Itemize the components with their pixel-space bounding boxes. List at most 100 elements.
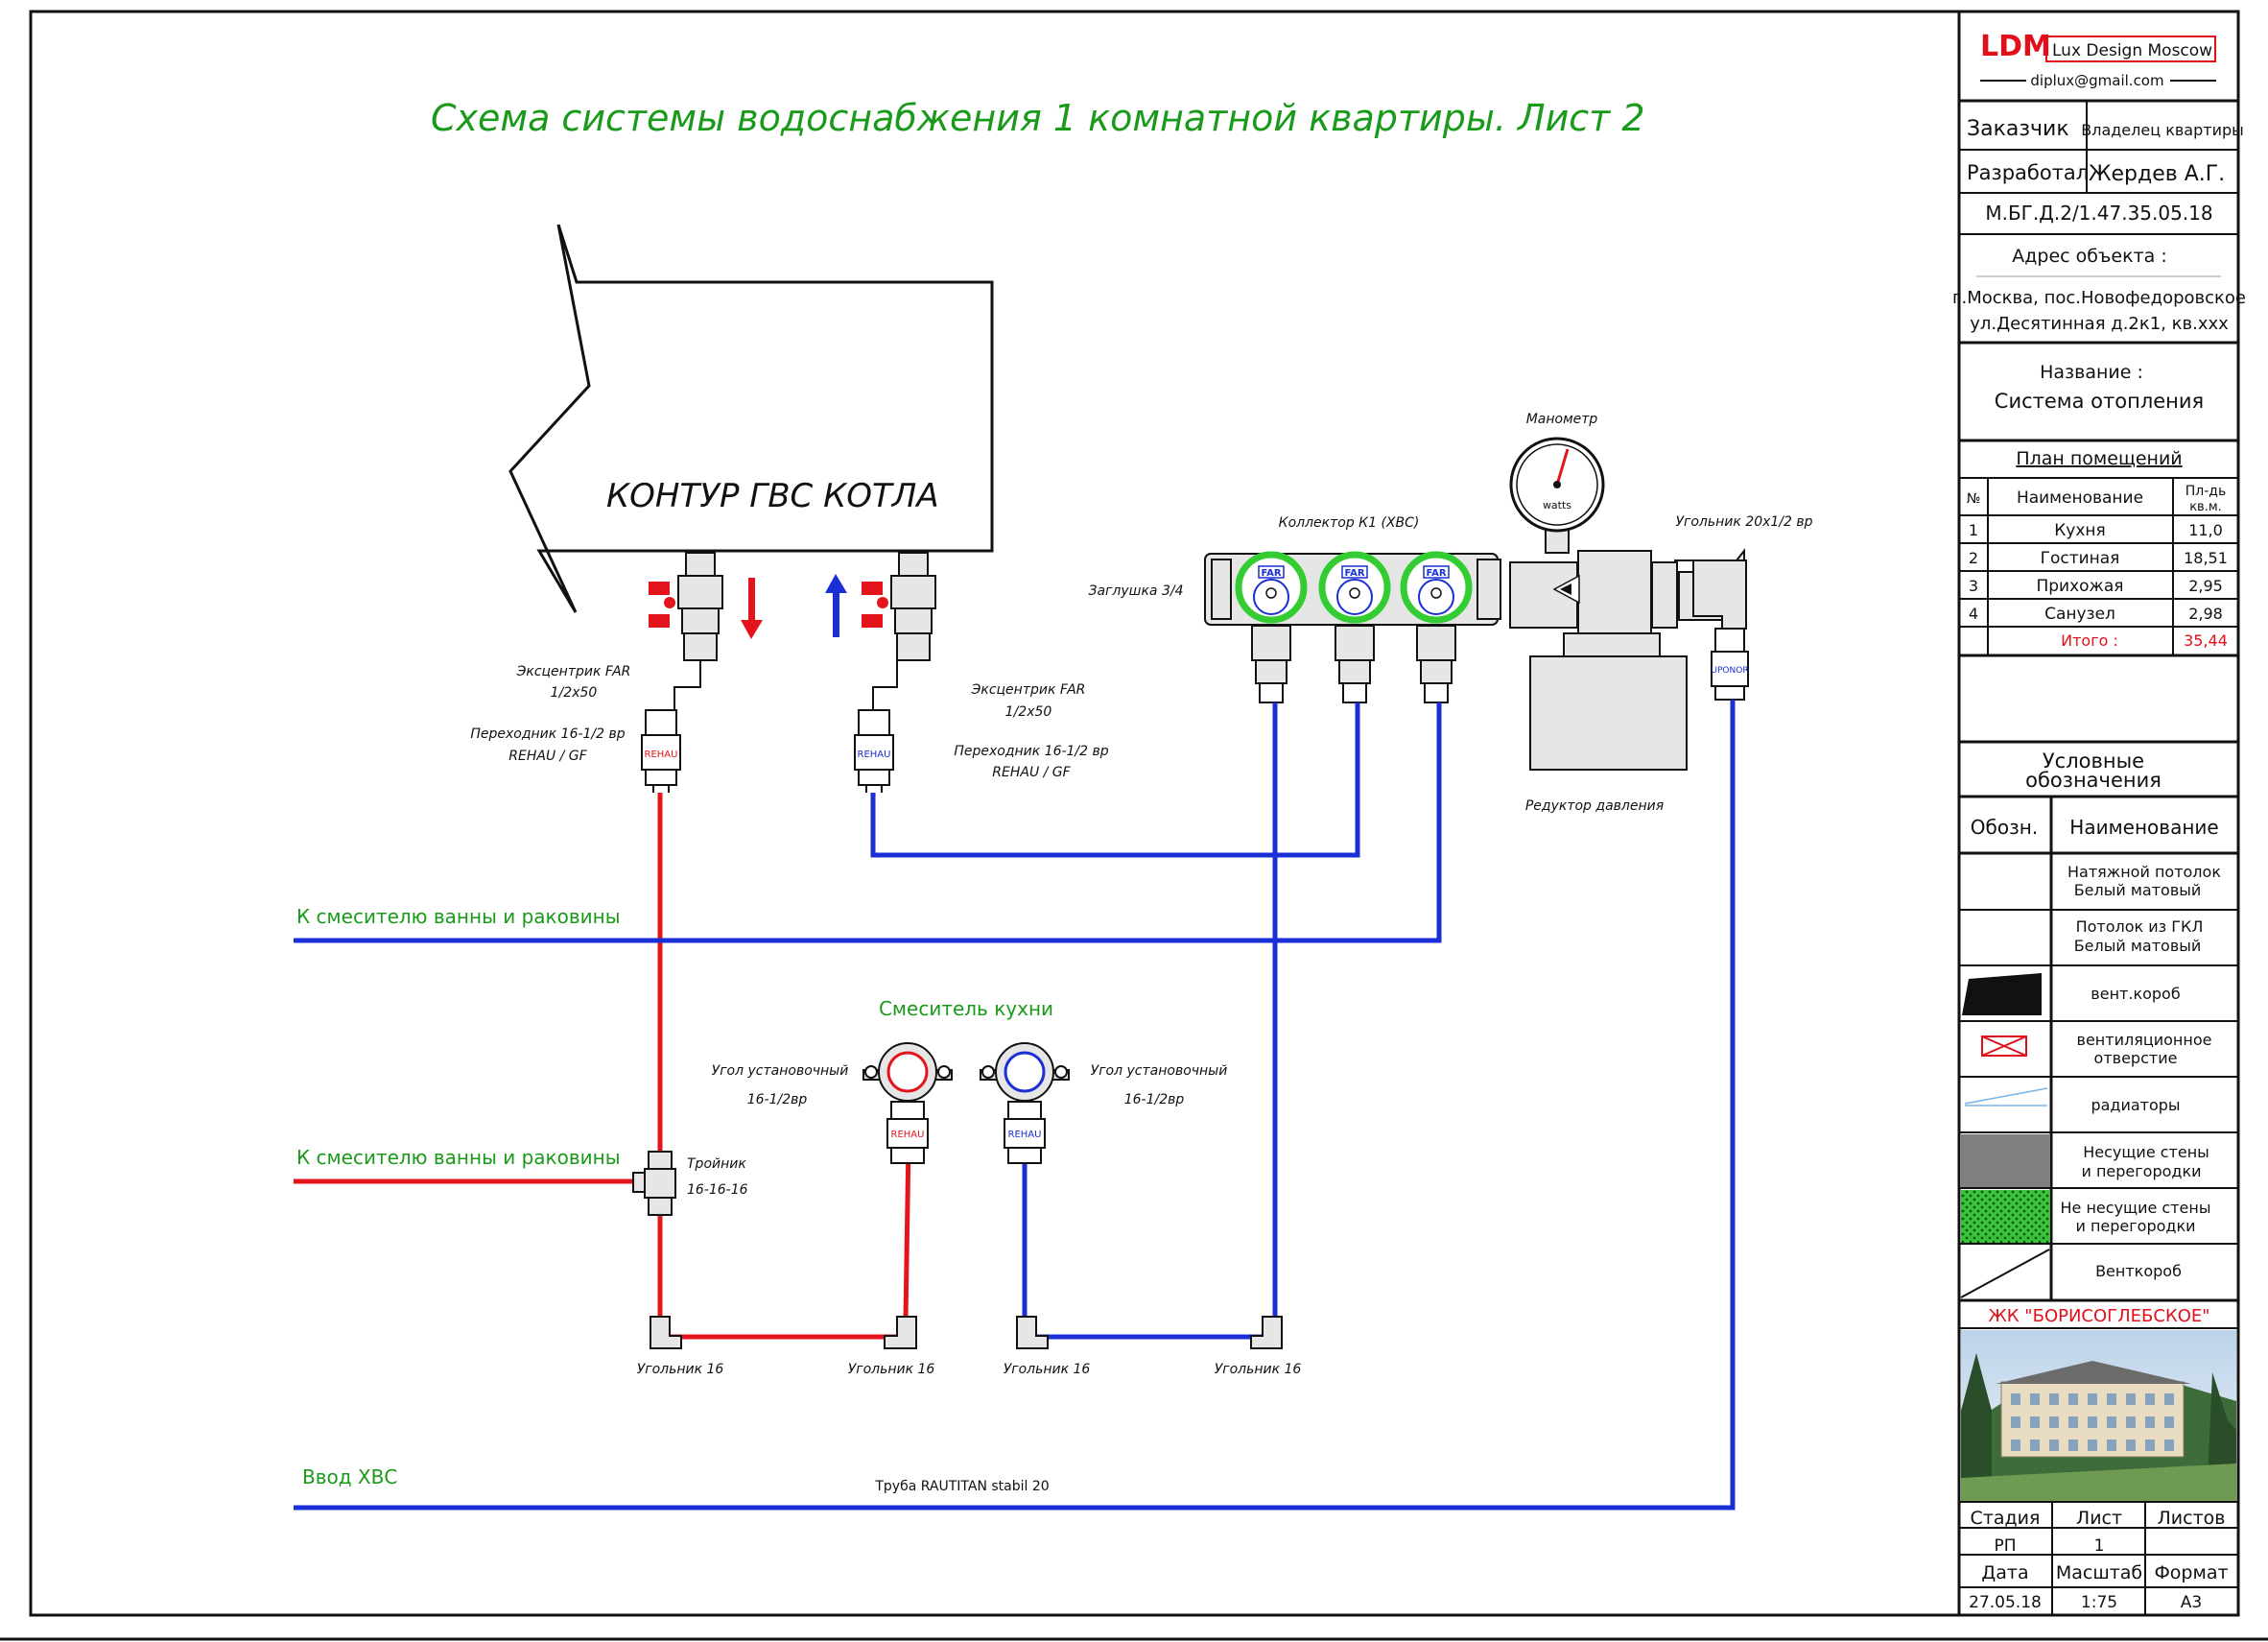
logo-ldm: LDM bbox=[1980, 30, 2051, 63]
total-label: Итого : bbox=[2061, 631, 2118, 650]
label-eccentric-2a: Эксцентрик FAR bbox=[971, 682, 1086, 698]
pipe-cold-inlet bbox=[294, 700, 1736, 1511]
legend-text: Не несущие стены bbox=[2061, 1199, 2211, 1217]
project-photo bbox=[1961, 1330, 2236, 1501]
label-adapter-1b: REHAU / GF bbox=[508, 749, 587, 764]
pipe-cold-return bbox=[870, 702, 1360, 858]
collector-outlet-1: FAR bbox=[1235, 551, 1308, 703]
collector-outlet-3: FAR bbox=[1400, 551, 1473, 703]
pipe-cold-mixer bbox=[1022, 702, 1278, 1340]
label-elbow-20: Угольник 20x1/2 вр bbox=[1675, 514, 1812, 530]
label-elbow-16-1: Угольник 16 bbox=[637, 1362, 724, 1377]
pressure-gauge: watts bbox=[1509, 437, 1605, 554]
doc-code: М.БГ.Д.2/1.47.35.05.18 bbox=[1985, 202, 2212, 225]
svg-text:3: 3 bbox=[1969, 577, 1978, 595]
date-value: 27.05.18 bbox=[1969, 1593, 2042, 1612]
arrow-up-blue bbox=[825, 574, 847, 637]
mixer-angle-cold: REHAU bbox=[980, 1042, 1070, 1164]
room-header-area1: Пл-дь bbox=[2185, 484, 2226, 499]
legend-title-1: Условные bbox=[2043, 750, 2144, 773]
legend-text: Белый матовый bbox=[2074, 881, 2202, 899]
svg-text:18,51: 18,51 bbox=[2184, 549, 2228, 567]
label-inlet: Ввод ХВС bbox=[302, 1465, 397, 1488]
mixer-angle-hot: REHAU bbox=[862, 1042, 953, 1164]
label-elbow-16-2: Угольник 16 bbox=[848, 1362, 935, 1377]
label-eccentric-2b: 1/2x50 bbox=[1005, 704, 1052, 720]
address-line2: ул.Десятинная д.2к1, кв.ххх bbox=[1970, 314, 2229, 334]
label-adapter-2a: Переходник 16-1/2 вр bbox=[954, 744, 1108, 759]
room-row: 2 Гостиная 18,51 bbox=[1969, 549, 2228, 568]
title-block: LDM Lux Design Moscow diplux@gmail.com З… bbox=[1952, 10, 2246, 1617]
address-line1: г.Москва, пос.Новофедоровское bbox=[1952, 288, 2246, 308]
scale-value: 1:75 bbox=[2081, 1593, 2117, 1612]
label-elbow-16-3: Угольник 16 bbox=[1004, 1362, 1091, 1377]
adapter-cold: REHAU bbox=[854, 709, 894, 793]
pipe-cold-bath bbox=[294, 702, 1442, 943]
legend-text: отверстие bbox=[2094, 1049, 2178, 1067]
svg-text:Санузел: Санузел bbox=[2044, 605, 2115, 624]
collector-k1: FAR FAR FAR bbox=[1204, 551, 1501, 703]
svg-text:REHAU: REHAU bbox=[645, 750, 678, 760]
label-to-bath-2: К смесителю ванны и раковины bbox=[296, 1146, 621, 1169]
adapter-hot: REHAU bbox=[641, 709, 681, 793]
legend-col1: Обозн. bbox=[1971, 816, 2038, 839]
label-collector: Коллектор К1 (ХВС) bbox=[1279, 515, 1420, 531]
pipe-hot-main bbox=[657, 793, 911, 1340]
svg-text:1: 1 bbox=[1969, 521, 1978, 539]
name-value: Система отопления bbox=[1995, 390, 2204, 413]
customer-label: Заказчик bbox=[1967, 117, 2069, 141]
elbow-20: UPONOR bbox=[1674, 548, 1749, 701]
svg-text:2: 2 bbox=[1969, 549, 1978, 567]
project-name: ЖК "БОРИСОГЛЕБСКОЕ" bbox=[1988, 1306, 2209, 1326]
svg-text:FAR: FAR bbox=[1426, 568, 1446, 579]
legend-text: Натяжной потолок bbox=[2067, 863, 2221, 881]
svg-text:FAR: FAR bbox=[1261, 568, 1281, 579]
svg-text:11,0: 11,0 bbox=[2188, 521, 2223, 539]
label-adapter-1a: Переходник 16-1/2 вр bbox=[470, 726, 625, 742]
label-angle-right-a: Угол установочный bbox=[1091, 1063, 1228, 1079]
room-row: 4 Санузел 2,98 bbox=[1969, 605, 2223, 624]
boiler-box bbox=[508, 224, 994, 613]
label-elbow-16-4: Угольник 16 bbox=[1215, 1362, 1302, 1377]
sheets-label: Листов bbox=[2158, 1508, 2226, 1529]
label-eccentric-1b: 1/2x50 bbox=[551, 685, 598, 701]
svg-text:2,95: 2,95 bbox=[2188, 577, 2223, 595]
format-value: А3 bbox=[2181, 1593, 2202, 1612]
sheet-value: 1 bbox=[2094, 1536, 2105, 1556]
page-title: Схема системы водоснабжения 1 комнатной … bbox=[431, 97, 1645, 139]
legend-symbol-partition bbox=[1961, 1190, 2050, 1243]
legend-text: и перегородки bbox=[2081, 1162, 2201, 1180]
label-angle-left-a: Угол установочный bbox=[712, 1063, 849, 1079]
legend-symbol-radiator bbox=[1964, 1087, 2048, 1107]
label-gauge: Манометр bbox=[1526, 412, 1598, 427]
svg-text:Гостиная: Гостиная bbox=[2041, 549, 2120, 568]
boiler-label: КОНТУР ГВС КОТЛА bbox=[606, 477, 939, 515]
legend-text: радиаторы bbox=[2091, 1096, 2180, 1114]
svg-text:REHAU: REHAU bbox=[891, 1130, 925, 1140]
format-label: Формат bbox=[2154, 1562, 2228, 1583]
room-row: 3 Прихожая 2,95 bbox=[1969, 577, 2223, 596]
room-header-area2: кв.м. bbox=[2189, 500, 2222, 514]
date-label: Дата bbox=[1981, 1562, 2028, 1583]
sheet-label: Лист bbox=[2076, 1508, 2122, 1529]
stage-value: РП bbox=[1994, 1536, 2016, 1556]
legend-title-2: обозначения bbox=[2025, 769, 2162, 792]
valve-cold bbox=[862, 552, 936, 712]
svg-text:FAR: FAR bbox=[1344, 568, 1364, 579]
room-header-name: Наименование bbox=[2017, 488, 2143, 508]
label-pipe: Труба RAUTITAN stabil 20 bbox=[874, 1479, 1049, 1494]
customer-value: Владелец квартиры bbox=[2081, 121, 2244, 139]
legend-text: Несущие стены bbox=[2083, 1143, 2209, 1161]
scale-label: Масштаб bbox=[2056, 1562, 2142, 1583]
room-header-n: № bbox=[1967, 491, 1981, 507]
name-label: Название : bbox=[2040, 362, 2143, 383]
valve-hot bbox=[649, 552, 723, 712]
developer-value: Жердев А.Г. bbox=[2089, 162, 2225, 186]
label-to-bath-1: К смесителю ванны и раковины bbox=[296, 905, 621, 928]
address-label: Адрес объекта : bbox=[2012, 246, 2166, 267]
label-reducer: Редуктор давления bbox=[1525, 798, 1664, 814]
legend-text: вент.короб bbox=[2091, 985, 2180, 1003]
stage-label: Стадия bbox=[1971, 1508, 2041, 1529]
label-mixer-title: Смеситель кухни bbox=[879, 997, 1053, 1020]
